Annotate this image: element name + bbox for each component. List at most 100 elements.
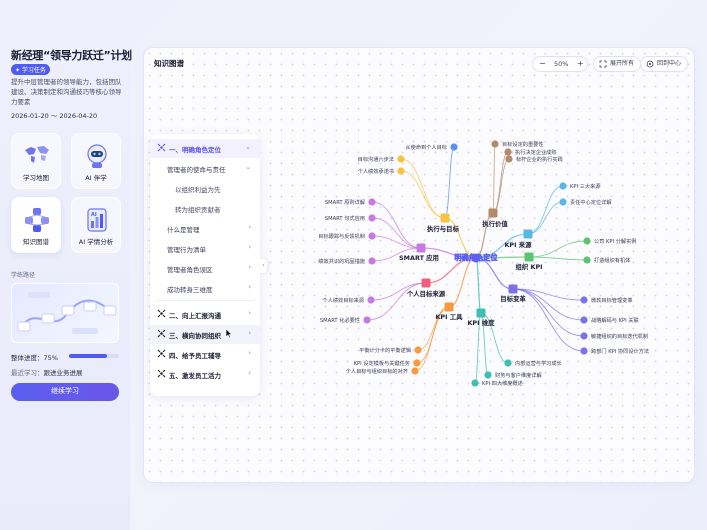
chevron-right-icon: › xyxy=(248,309,251,317)
mind-map-leaf-node[interactable]: 战略解码与 KPI 关联 xyxy=(580,316,639,324)
leaf-dot xyxy=(471,379,479,387)
branch-label: KPI 来源 xyxy=(504,240,532,249)
mind-map-branch-node[interactable]: SMART 应用 xyxy=(399,243,439,263)
panel-title: 知识图谱 xyxy=(154,59,184,68)
mind-map-leaf-node[interactable]: 财务与客户维度详解 xyxy=(484,371,542,379)
mind-map-leaf-node[interactable]: SMART 原则详解 xyxy=(325,198,376,206)
tile-knowledge-graph[interactable]: 知识图谱 xyxy=(11,197,61,253)
mind-map-branch-node[interactable]: 执行与目标 xyxy=(427,213,460,234)
robot-icon xyxy=(87,144,107,168)
mind-map-branch-node[interactable]: KPI 工具 xyxy=(435,302,463,322)
mind-map-leaf-node[interactable]: 个人绩效目标来源 xyxy=(322,296,375,304)
mind-map-leaf-node[interactable]: 公司 KPI 分解实例 xyxy=(583,237,636,245)
recent-value[interactable]: 跟进业务进展 xyxy=(43,369,83,377)
mind-map-link xyxy=(475,256,530,259)
leaf-dot xyxy=(504,148,512,156)
mind-map-leaf-node[interactable]: 微软目标管理变革 xyxy=(580,296,633,304)
mind-map-leaf-node[interactable]: KPI 四大维度概述 xyxy=(471,379,523,387)
chevron-right-icon: › xyxy=(248,243,251,251)
outline-item[interactable]: 成功转身三维度 › xyxy=(150,279,260,298)
leaf-dot xyxy=(583,237,591,245)
branch-label: SMART 应用 xyxy=(399,253,439,262)
leaf-dot xyxy=(580,332,588,340)
mind-map-center-node[interactable]: 明确角色定位 xyxy=(454,253,499,263)
zoom-out-button[interactable]: − xyxy=(539,59,546,68)
sidebar: 新经理“领导力跃迁”计划 ✦ 学习任务 提升中层管理者的领导能力，包括团队建设、… xyxy=(0,0,132,530)
zoom-control: − 50% + xyxy=(532,56,588,72)
tile-ai-analysis[interactable]: AI AI 学情分析 xyxy=(71,197,121,253)
mind-map-branch-node[interactable]: 目标变革 xyxy=(500,284,526,304)
mind-map-leaf-node[interactable]: 执行决定企业成败 xyxy=(504,148,557,156)
leaf-label: 敏捷组织的目标迭代机制 xyxy=(591,332,648,340)
leaf-label: 打造组织有机体 xyxy=(594,256,631,264)
mind-map-leaf-node[interactable]: SMART 化必要性 xyxy=(320,316,371,324)
divider xyxy=(156,300,254,301)
outline-item[interactable]: 以组织利益为先 xyxy=(150,179,260,198)
mind-map-leaf-node[interactable]: SMART 句式应用 xyxy=(325,214,376,222)
expand-icon xyxy=(599,60,607,68)
mind-map-leaf-node[interactable]: 从使命到个人目标 xyxy=(405,143,458,151)
branch-label: KPI 工具 xyxy=(435,312,463,321)
mind-map-link xyxy=(366,282,427,321)
mind-map-leaf-node[interactable]: 目标沟通六步法 xyxy=(358,155,405,163)
item-label: 以组织利益为先 xyxy=(175,186,221,194)
mind-map-leaf-node[interactable]: 个人绩效承诺书 xyxy=(358,167,405,175)
mind-map-leaf-node[interactable]: 内部运营与学习成长 xyxy=(504,359,563,367)
zoom-in-button[interactable]: + xyxy=(577,59,584,68)
mind-map-leaf-node[interactable]: 打造组织有机体 xyxy=(583,256,631,264)
analytics-icon: AI xyxy=(87,208,107,232)
outline-section-2[interactable]: 二、向上汇报沟通 › xyxy=(150,305,260,324)
mind-map-branch-node[interactable]: KPI 来源 xyxy=(504,229,533,250)
plan-description: 提升中层管理者的领导能力，包括团队建设、决策制定和沟通技巧等核心领导力要素 xyxy=(11,78,122,106)
mind-map-leaf-node[interactable]: 跨部门 KPI 协同设计方法 xyxy=(580,347,649,355)
mind-map-link xyxy=(492,151,509,214)
outline-item[interactable]: 管理者的使命与责任 ⌄ xyxy=(150,159,260,178)
mind-map-link xyxy=(512,288,585,301)
leaf-dot xyxy=(413,359,421,367)
leaf-label: SMART 原则详解 xyxy=(325,198,365,206)
outline-item[interactable]: 转为组织贡献者 xyxy=(150,199,260,218)
mind-map-leaf-node[interactable]: KPI 设定模板与关键任务 xyxy=(354,359,421,367)
progress-fill xyxy=(69,354,107,358)
task-tag: ✦ 学习任务 xyxy=(11,64,50,75)
mind-map-leaf-node[interactable]: 平衡计分卡的平衡逻辑 xyxy=(359,346,422,354)
section-label: 一、明确角色定位 xyxy=(169,146,221,154)
leaf-dot xyxy=(491,140,499,148)
collapse-outline-handle[interactable]: ‹ xyxy=(260,259,267,273)
mind-map-branch-node[interactable]: 组织 KPI xyxy=(515,252,543,272)
outline-item[interactable]: 管理行为清单 › xyxy=(150,239,260,258)
outline-section-4[interactable]: 四、给予员工辅导 › xyxy=(150,345,260,364)
outline-section-3[interactable]: 三、横向协同组织 › xyxy=(150,325,260,344)
tile-ai-companion[interactable]: AI 伴学 xyxy=(71,133,121,189)
mind-map-branch-node[interactable]: 个人目标来源 xyxy=(406,278,446,299)
zoom-level: 50% xyxy=(554,60,569,68)
outline-item[interactable]: 什么是管理 › xyxy=(150,219,260,238)
outline-item[interactable]: 管理者角色误区 › xyxy=(150,259,260,278)
mind-map-leaf-node[interactable]: KPI 三大来源 xyxy=(559,182,601,190)
mind-map-link xyxy=(512,288,585,352)
mind-map-leaf-node[interactable]: 标杆企业的执行实践 xyxy=(505,155,563,163)
continue-learning-button[interactable]: 继续学习 xyxy=(11,383,119,401)
mind-map-link xyxy=(527,185,564,235)
mind-map-leaf-node[interactable]: 目标设定的重要性 xyxy=(491,140,544,148)
outline-section-1[interactable]: 一、明确角色定位 ⌄ xyxy=(150,139,260,158)
mind-map-leaf-node[interactable]: 绩效共识的巩固措施 xyxy=(318,257,376,265)
recent-label: 最近学习： xyxy=(11,369,44,377)
tile-label: 学习地图 xyxy=(23,174,49,182)
mind-map-leaf-node[interactable]: 个人目标与组织目标的对齐 xyxy=(346,367,419,375)
learning-path-thumbnail[interactable] xyxy=(11,283,119,343)
mind-map-leaf-node[interactable]: 责任中心定位详解 xyxy=(559,198,612,206)
mind-map-branch-node[interactable]: KPI 维度 xyxy=(467,308,495,328)
tile-label: 知识图谱 xyxy=(23,238,49,246)
tile-learning-map[interactable]: 学习地图 xyxy=(11,133,61,189)
section-label: 五、激发员工活力 xyxy=(169,372,221,380)
mind-map-branch-node[interactable]: 执行价值 xyxy=(482,208,508,229)
outline-section-5[interactable]: 五、激发员工活力 › xyxy=(150,365,260,384)
back-to-center-button[interactable]: 回到中心 xyxy=(640,56,689,72)
mind-map-leaf-node[interactable]: 敏捷组织的目标迭代机制 xyxy=(580,332,648,340)
mind-map-leaf-node[interactable]: 目标跟踪与反馈机制 xyxy=(318,232,376,240)
item-label: 转为组织贡献者 xyxy=(175,206,221,214)
mind-map-link xyxy=(475,257,482,314)
leaf-dot xyxy=(484,371,492,379)
